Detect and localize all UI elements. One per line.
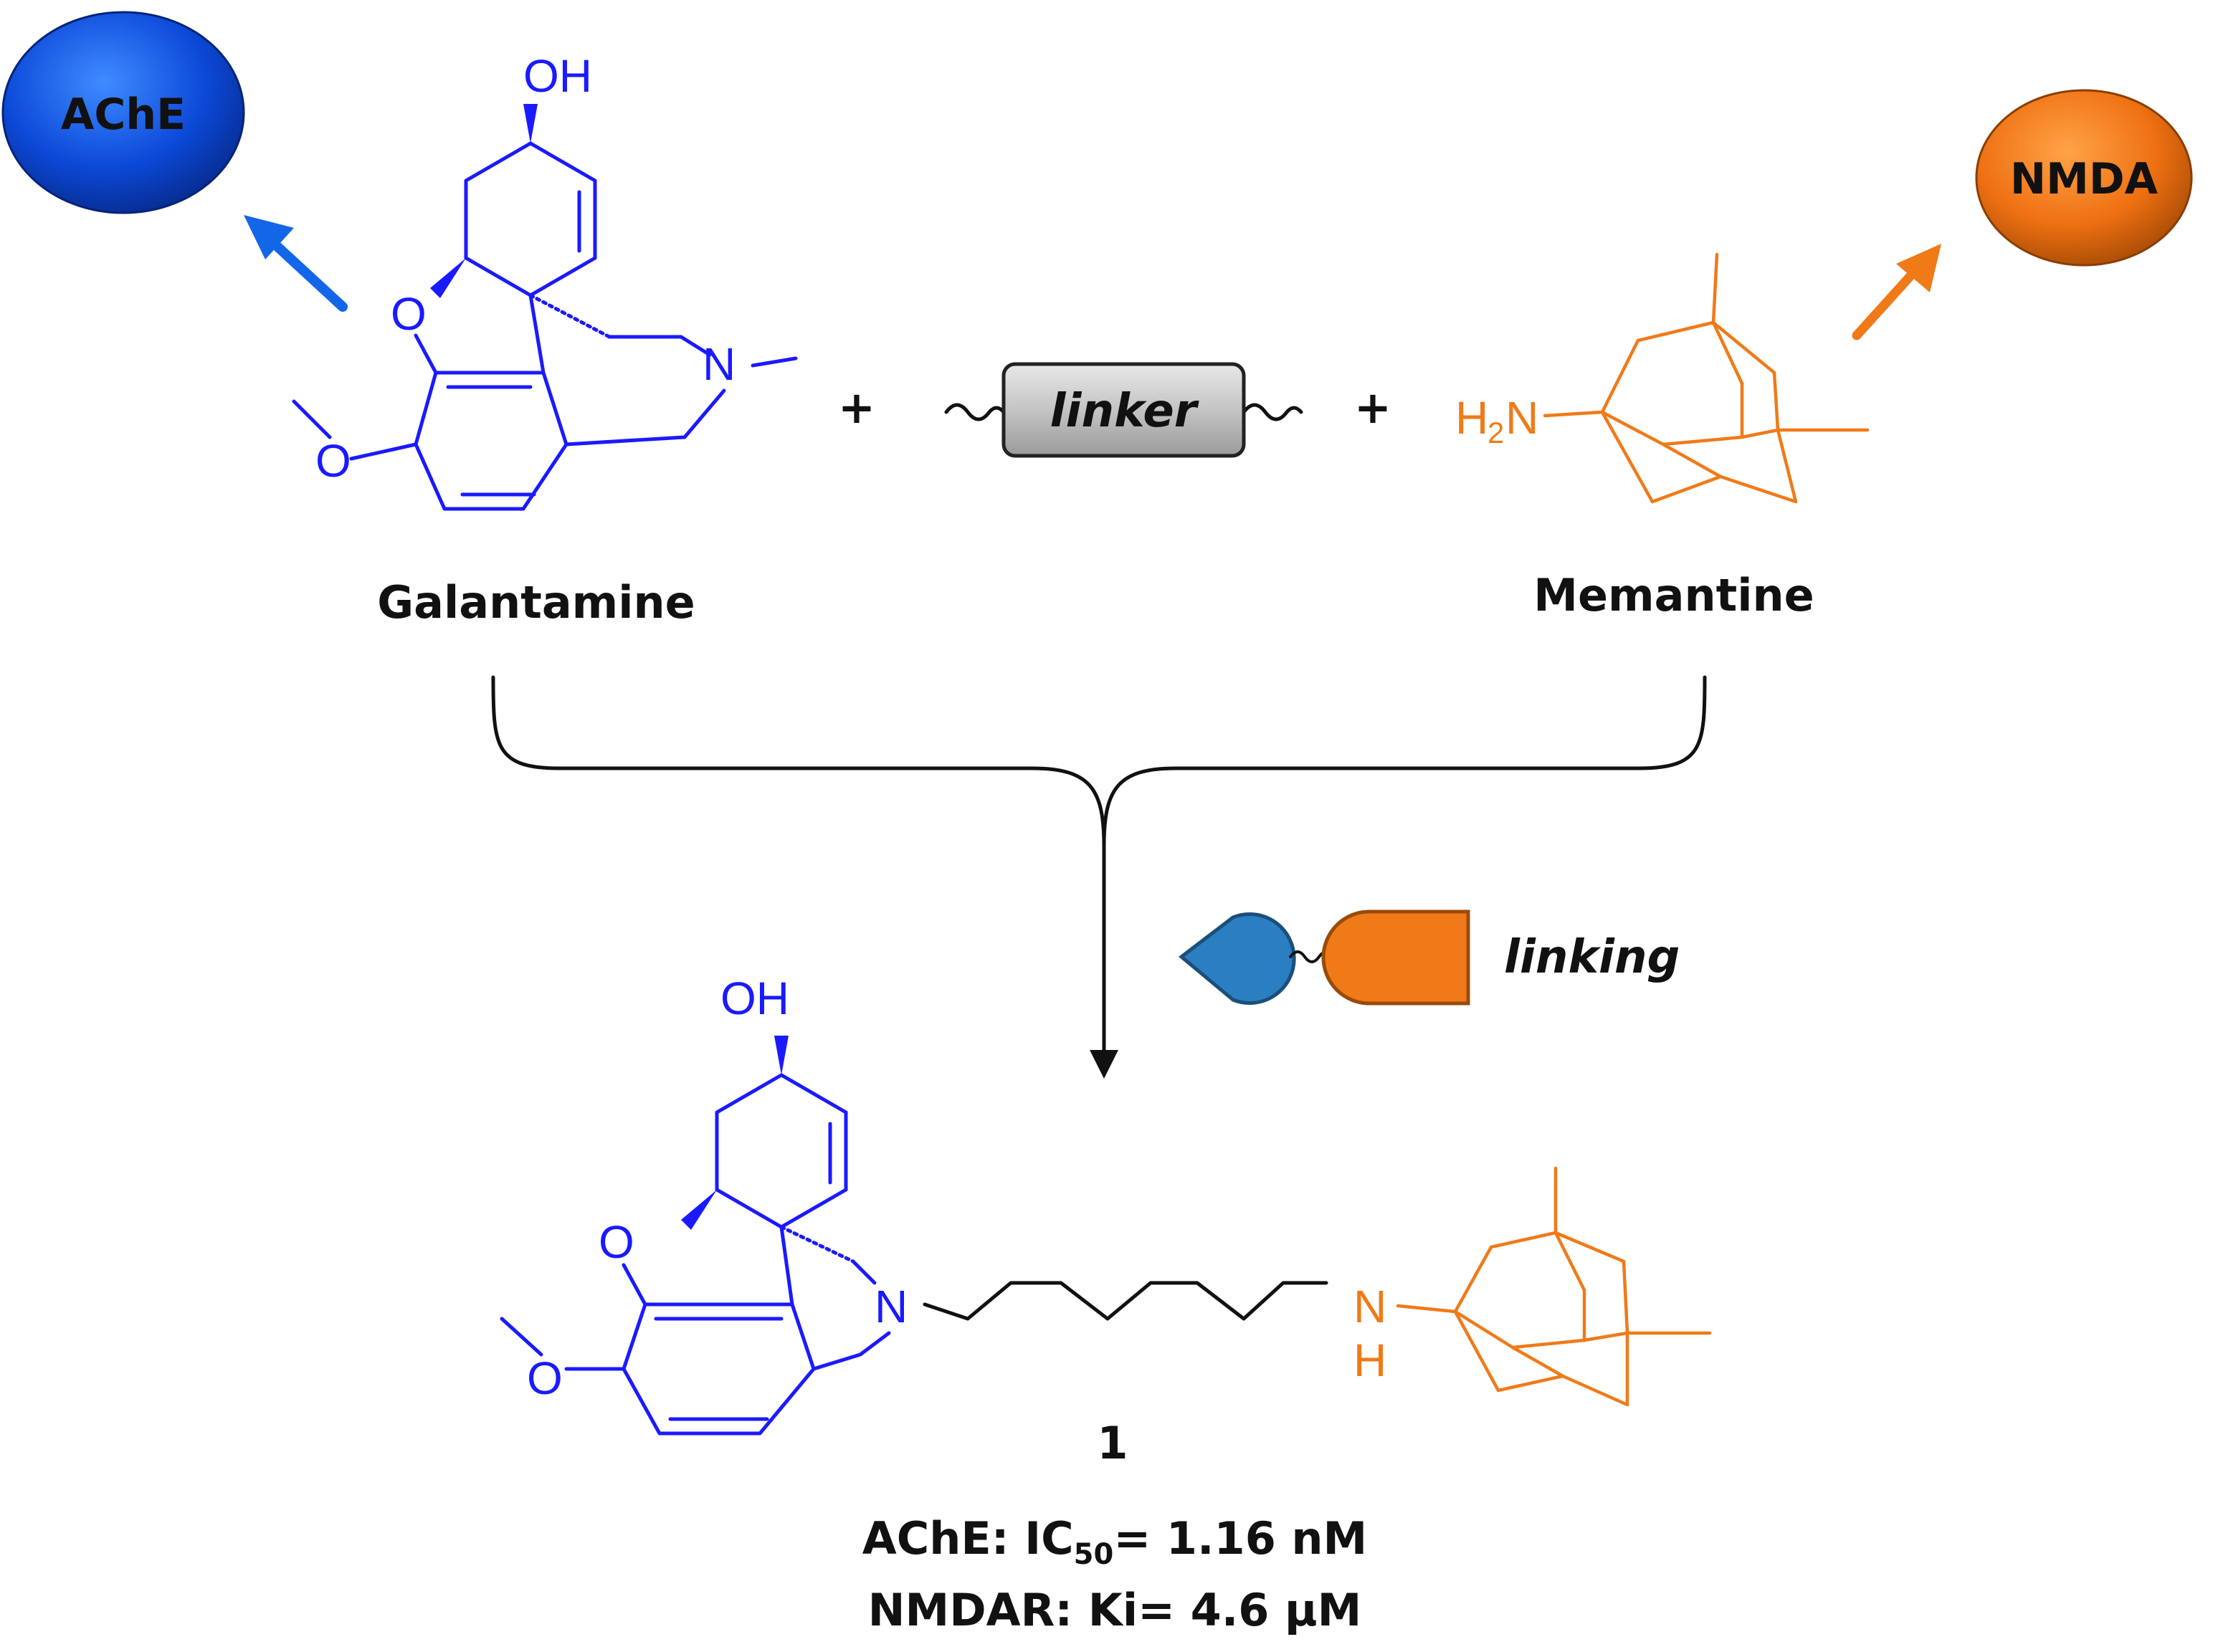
product-n: N: [875, 1281, 908, 1332]
linking-pictogram: linking: [1178, 909, 1680, 1006]
galantamine-n: N: [703, 338, 736, 390]
ache-label: AChE: [61, 90, 186, 140]
product-nh-h: H: [1353, 1335, 1386, 1386]
nmda-target-ellipse: [1975, 89, 2193, 267]
product-o-methoxy: O: [527, 1352, 563, 1404]
plus-right: +: [1354, 381, 1391, 434]
ache-target: AChE: [1, 11, 245, 214]
galantamine-oh: OH: [523, 50, 592, 102]
product-ache-ic50: AChE: IC50= 1.16 nM: [862, 1512, 1368, 1571]
linking-label: linking: [1504, 931, 1680, 984]
product-galantamine-part: OH O O N: [500, 973, 908, 1436]
galantamine-name: Galantamine: [377, 576, 695, 629]
product-nh-n: N: [1353, 1281, 1386, 1332]
memantine-h-sub: 2: [1488, 416, 1504, 449]
linker-box: [1001, 362, 1246, 458]
product-oh: OH: [720, 973, 789, 1024]
galantamine-o-methoxy: O: [315, 435, 351, 487]
product-o-ring: O: [599, 1216, 634, 1268]
ache-ic-suffix: = 1.16 nM: [1113, 1512, 1367, 1565]
memantine-n: N: [1505, 392, 1538, 444]
merge-brace-arrow: [491, 675, 1707, 1079]
ache-ic-sub: 50: [1074, 1538, 1114, 1571]
linker-label: linker: [1050, 385, 1199, 438]
memantine-structure: H 2 N: [1455, 252, 1870, 504]
memantine-name: Memantine: [1533, 569, 1814, 621]
galantamine-structure: OH O O N: [292, 50, 798, 511]
product-hexyl-chain: [923, 1281, 1328, 1321]
ache-ic-prefix: AChE: IC: [862, 1512, 1074, 1565]
linker: linker: [944, 362, 1303, 458]
product-number: 1: [1097, 1417, 1128, 1469]
product-memantine-part: N H: [1353, 1166, 1712, 1407]
nmda-label: NMDA: [2010, 154, 2159, 204]
product-nmdar-ki: NMDAR: Ki= 4.6 μM: [868, 1584, 1362, 1636]
galantamine-o-ring: O: [391, 288, 427, 340]
memantine-h: H: [1455, 392, 1488, 444]
plus-left: +: [838, 381, 875, 434]
ache-arrow: [244, 215, 348, 312]
ache-target-ellipse: [1, 11, 245, 214]
nmda-arrow: [1852, 244, 1941, 340]
nmda-target: NMDA: [1975, 89, 2193, 267]
